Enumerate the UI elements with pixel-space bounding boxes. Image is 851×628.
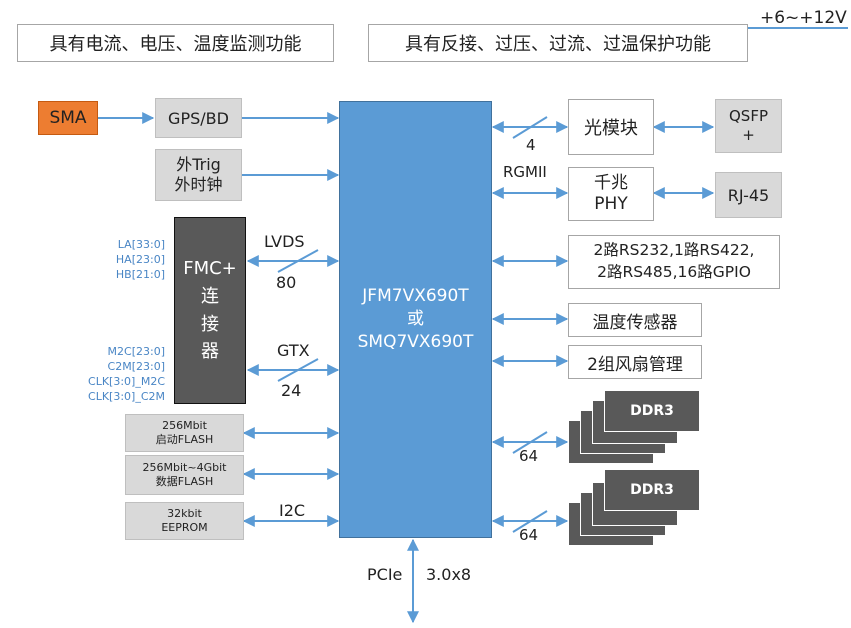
boot-flash-box: 256Mbit 启动FLASH	[125, 414, 244, 452]
signal-hb: HB[21:0]	[115, 268, 165, 281]
signal-la: LA[33:0]	[117, 238, 165, 251]
qsfp-plus-label: +	[742, 126, 755, 144]
fmc-label-4: 器	[201, 341, 219, 363]
rj45-box: RJ-45	[715, 172, 782, 218]
optical-module-label: 光模块	[584, 118, 638, 139]
eeprom-label: EEPROM	[161, 521, 208, 534]
data-flash-box: 256Mbit~4Gbit 数据FLASH	[125, 455, 244, 495]
bus-slash-optical	[512, 116, 548, 139]
ddr-label-2: DDR3	[630, 482, 674, 498]
gps-box: GPS/BD	[155, 98, 242, 138]
gtx-label: GTX	[277, 341, 310, 360]
i2c-label: I2C	[279, 501, 306, 520]
bus-slash-ddr-1	[512, 431, 548, 454]
monitoring-feature-text: 具有电流、电压、温度监测功能	[49, 34, 302, 55]
serial-label-1: 2路RS232,1路RS422,	[593, 241, 755, 260]
protection-feature-text: 具有反接、过压、过流、过温保护功能	[405, 34, 711, 55]
fmc-connector-box: FMC+ 连 接 器	[174, 217, 246, 404]
phy-box: 千兆 PHY	[568, 167, 654, 221]
pcie-label: PCIe	[367, 565, 403, 584]
data-flash-size: 256Mbit~4Gbit	[142, 461, 227, 475]
ddr-chip-1: DDR3	[604, 390, 700, 432]
protection-feature-box: 具有反接、过压、过流、过温保护功能	[368, 24, 748, 62]
fmc-signals-lvds: LA[33:0] HA[23:0] HB[21:0]	[116, 237, 165, 282]
fan-management-box: 2组风扇管理	[568, 345, 702, 379]
power-supply-label: +6~+12V	[760, 8, 847, 28]
ddr-width-label-1: 64	[519, 447, 539, 465]
bus-slash-gtx	[277, 358, 319, 382]
fpga-box: JFM7VX690T 或 SMQ7VX690T	[339, 101, 492, 538]
ddr-width-label-2: 64	[519, 526, 539, 544]
fan-management-label: 2组风扇管理	[587, 354, 683, 375]
lvds-label: LVDS	[264, 232, 305, 251]
fmc-label-3: 接	[201, 313, 219, 335]
pcie-lanes-label: 3.0x8	[426, 565, 472, 584]
bus-slash-ddr-2	[512, 510, 548, 533]
trig-clock-box: 外Trig 外时钟	[155, 149, 242, 201]
fmc-signals-gtx: M2C[23:0] C2M[23:0] CLK[3:0]_M2C CLK[3:0…	[88, 344, 165, 404]
fpga-model-2: SMQ7VX690T	[357, 331, 474, 352]
fmc-label-1: FMC+	[183, 257, 237, 279]
optical-module-box: 光模块	[568, 99, 654, 155]
rj45-label: RJ-45	[727, 185, 770, 205]
ext-clock-label: 外时钟	[174, 175, 223, 194]
rgmii-label: RGMII	[503, 163, 547, 181]
qsfp-box: QSFP +	[715, 99, 782, 153]
trig-label: 外Trig	[176, 155, 221, 174]
qsfp-label: QSFP	[728, 107, 768, 126]
phy-label-2: PHY	[594, 194, 628, 214]
temp-sensor-box: 温度传感器	[568, 303, 702, 337]
sma-box: SMA	[38, 101, 98, 135]
ddr-label-1: DDR3	[630, 403, 674, 419]
eeprom-size: 32kbit	[167, 507, 202, 521]
signal-clk-c2m: CLK[3:0]_C2M	[88, 390, 165, 403]
eeprom-box: 32kbit EEPROM	[125, 502, 244, 540]
boot-flash-size: 256Mbit	[162, 419, 207, 433]
signal-c2m: C2M[23:0]	[107, 360, 165, 373]
fpga-model-1: JFM7VX690T	[362, 286, 469, 307]
lvds-width-label: 80	[276, 273, 297, 292]
ddr-chip-2: DDR3	[604, 469, 700, 511]
signal-m2c: M2C[23:0]	[107, 345, 165, 358]
phy-label-1: 千兆	[594, 172, 628, 193]
temp-sensor-label: 温度传感器	[592, 312, 678, 333]
gps-label: GPS/BD	[168, 108, 229, 128]
monitoring-feature-box: 具有电流、电压、温度监测功能	[17, 24, 334, 62]
serial-gpio-box: 2路RS232,1路RS422, 2路RS485,16路GPIO	[568, 235, 780, 289]
gtx-width-label: 24	[281, 381, 302, 400]
sma-label: SMA	[49, 108, 87, 128]
fpga-or: 或	[407, 309, 424, 330]
signal-ha: HA[23:0]	[115, 253, 165, 266]
bus-slash-lvds	[277, 249, 319, 273]
serial-label-2: 2路RS485,16路GPIO	[597, 263, 751, 281]
data-flash-label: 数据FLASH	[155, 475, 214, 488]
signal-clk-m2c: CLK[3:0]_M2C	[88, 375, 165, 388]
boot-flash-label: 启动FLASH	[155, 433, 214, 446]
fmc-label-2: 连	[201, 285, 219, 307]
optical-width-label: 4	[526, 136, 536, 154]
